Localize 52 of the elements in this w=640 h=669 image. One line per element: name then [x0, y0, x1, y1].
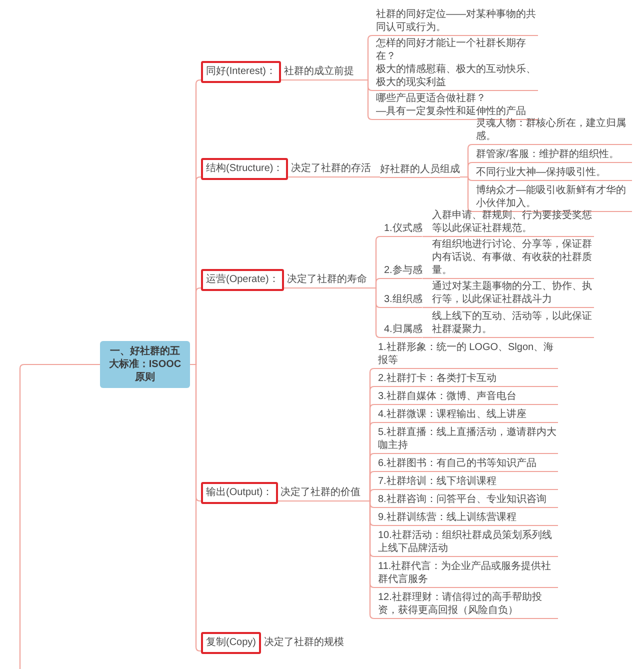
topic-text: 怎样的同好才能让一个社群长期存在？ [376, 37, 527, 63]
topic-note: 社群的成立前提 [284, 64, 354, 79]
connector-line [278, 500, 378, 620]
highlighted-topic: 输出(Output)： [201, 482, 278, 504]
connector-line [19, 364, 100, 669]
central-topic: 一、好社群的五大标准：ISOOC原则 [100, 341, 190, 388]
topic-text: —具有一定复杂性和延伸性的产品 [376, 105, 527, 118]
subtopic: 4.归属感 [384, 323, 422, 338]
topic-text: 极大的情感慰藉、极大的互动快乐、极大的现实利益 [376, 63, 537, 89]
subtopic: 群管家/客服：维护群的组织性。 [476, 148, 632, 163]
subtopic: 8.社群咨询：问答平台、专业知识咨询 [378, 493, 558, 508]
subtopic: 6.社群图书：有自己的书等知识产品 [378, 457, 558, 472]
connector-line [288, 176, 380, 178]
connector-line [422, 336, 432, 338]
subtopic: 入群申请、群规则、行为要接受奖惩等以此保证社群规范。 [432, 209, 594, 237]
subtopic: 9.社群训练营：线上训练营课程 [378, 511, 558, 526]
connector-line [190, 364, 202, 652]
connector-line [460, 176, 476, 212]
connector-line [422, 236, 432, 238]
subtopic: 11.社群代言：为企业产品或服务提供社群代言服务 [378, 560, 558, 588]
subtopic: 社群的同好定位——对某种事物的共同认可或行为。 [376, 8, 538, 36]
topic-text: 哪些产品更适合做社群？ [376, 92, 487, 105]
subtopic: 3.组织感 [384, 293, 422, 308]
subtopic: 4.社群微课：课程输出、线上讲座 [378, 408, 558, 423]
connector-line [284, 287, 384, 338]
highlighted-topic: 运营(Operate)： [201, 269, 284, 291]
topic-note: 决定了社群的价值 [280, 486, 361, 500]
topic-note: 决定了社群的存活 [291, 162, 372, 176]
highlighted-topic: 同好(Interest)： [201, 61, 282, 83]
subtopic: 有组织地进行讨论、分享等，保证群内有话说、有事做、有收获的社群质量。 [432, 238, 594, 279]
subtopic: 通过对某主题事物的分工、协作、执行等，以此保证社群战斗力 [432, 280, 594, 308]
highlighted-topic: 结构(Structure)： [201, 158, 288, 180]
highlighted-topic: 复制(Copy) [201, 632, 262, 654]
subtopic: 2.社群打卡：各类打卡互动 [378, 372, 558, 387]
subtopic: 12.社群理财：请信得过的高手帮助投资，获得更高回报（风险自负） [378, 591, 558, 619]
topic-note: 决定了社群的寿命 [286, 272, 367, 287]
subtopic: 2.参与感 [384, 264, 422, 279]
subtopic: 5.社群直播：线上直播活动，邀请群内大咖主持 [378, 426, 558, 454]
connector-line [422, 278, 432, 280]
subtopic: 7.社群培训：线下培训课程 [378, 475, 558, 490]
subtopic: 10.社群活动：组织社群成员策划系列线上线下品牌活动 [378, 529, 558, 557]
connector-line [281, 79, 376, 120]
subtopic: 线上线下的互动、活动等，以此保证社群凝聚力。 [432, 310, 594, 338]
subtopic: 灵魂人物：群核心所在，建立归属感。 [476, 117, 632, 145]
connector-line [422, 306, 432, 308]
subtopic: 1.社群形象：统一的 LOGO、Slgon、海报等 [378, 341, 558, 369]
topic-note: 决定了社群的规模 [264, 636, 344, 650]
subtopic: 好社群的人员组成 [380, 162, 460, 178]
subtopic [376, 37, 538, 91]
subtopic: 1.仪式感 [384, 222, 422, 237]
subtopic: 3.社群自媒体：微博、声音电台 [378, 390, 558, 405]
subtopic: 不同行业大神—保持吸引性。 [476, 166, 632, 181]
